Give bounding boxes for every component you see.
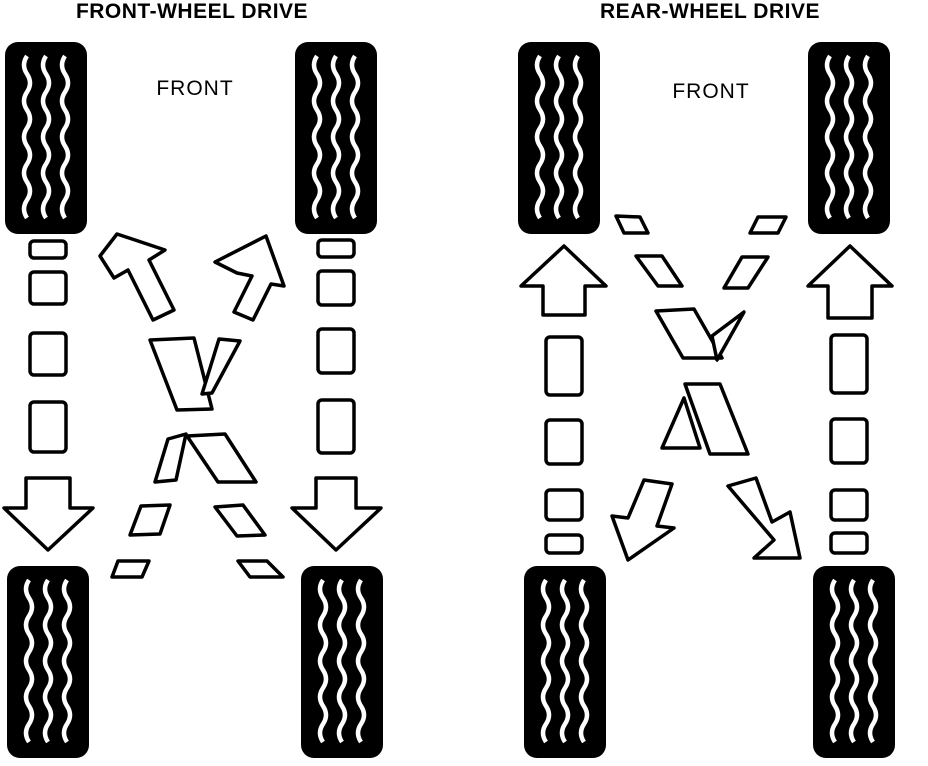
- straight-path-left: [2, 239, 95, 552]
- arrow-diagonal-icon: [610, 478, 676, 562]
- arrow-diagonal-icon: [98, 232, 176, 322]
- tire-icon: [301, 566, 383, 758]
- arrow-diagonal-icon: [726, 476, 802, 560]
- cross-path-front-to-rear: [610, 214, 802, 562]
- tire-icon: [813, 566, 895, 758]
- tire-icon: [518, 42, 600, 234]
- cross-path-rear-to-front: [98, 232, 286, 579]
- tire-icon: [524, 566, 606, 758]
- arrow-down-icon: [2, 476, 95, 552]
- panel-title: REAR-WHEEL DRIVE: [600, 0, 820, 23]
- front-label: FRONT: [672, 80, 749, 103]
- tire-icon: [295, 42, 377, 234]
- tire-icon: [7, 566, 89, 758]
- arrow-up-icon: [519, 244, 608, 317]
- tire-icon: [808, 42, 890, 234]
- tire-icon: [5, 42, 87, 234]
- straight-path-left: [519, 244, 608, 555]
- straight-path-right: [806, 244, 894, 555]
- panel-title: FRONT-WHEEL DRIVE: [76, 0, 308, 23]
- panel-front-wheel-drive: FRONT-WHEEL DRIVE FRONT: [2, 0, 383, 758]
- arrow-down-icon: [290, 476, 383, 552]
- arrow-up-icon: [806, 244, 894, 320]
- panel-rear-wheel-drive: REAR-WHEEL DRIVE FRONT: [518, 0, 895, 758]
- front-label: FRONT: [156, 77, 233, 100]
- straight-path-right: [290, 238, 383, 552]
- arrow-diagonal-icon: [213, 234, 286, 322]
